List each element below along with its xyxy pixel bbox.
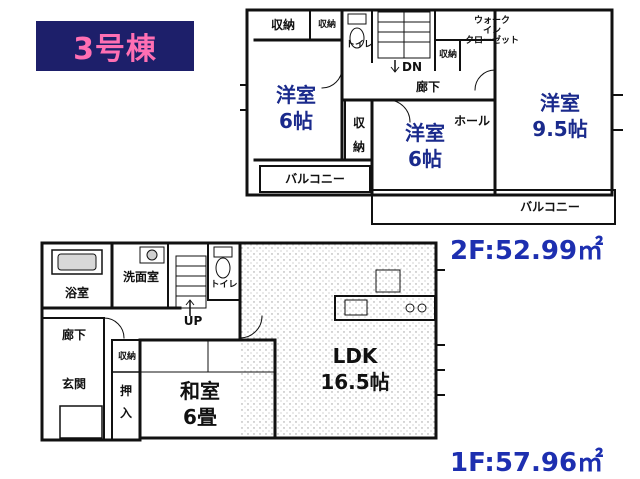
label-storage-c: 収納	[438, 50, 457, 60]
room-western-right: 洋室 9.5帖	[515, 90, 605, 142]
room-name: 洋室	[405, 121, 445, 145]
room-size: 6帖	[279, 109, 313, 133]
label-entrance: 玄関	[61, 377, 86, 391]
walkin-line-3: クローゼット	[464, 36, 519, 46]
room-size: 6帖	[408, 147, 442, 171]
label-up: UP	[183, 314, 203, 328]
storage-v-top: 収	[352, 116, 365, 130]
closet-top: 押	[119, 384, 132, 398]
label-dn: DN	[401, 60, 422, 74]
floor2-stair	[377, 11, 431, 73]
room-size: 6畳	[183, 405, 217, 429]
room-western-left: 洋室 6帖	[256, 82, 336, 134]
label-balcony-left: バルコニー	[285, 172, 345, 186]
label-storage-a: 収納	[270, 18, 295, 32]
label-walkin-closet: ウォーク イン クローゼット	[462, 16, 522, 46]
floor2-toilet-fixture	[347, 13, 367, 49]
room-name: 和室	[180, 379, 220, 403]
label-toilet-2f: トイレ	[346, 40, 374, 50]
label-toilet-1f: トイレ	[210, 280, 238, 290]
room-size: 16.5帖	[320, 370, 390, 394]
building-badge: 3号棟	[36, 21, 194, 71]
closet-bottom: 入	[119, 406, 132, 420]
floor2-area: 2F:52.99㎡	[450, 236, 604, 266]
floor2-walls	[240, 8, 623, 225]
room-size: 9.5帖	[532, 117, 588, 141]
label-corridor-2f: 廊下	[415, 80, 440, 94]
label-washroom: 洗面室	[122, 270, 159, 284]
room-ldk: LDK 16.5帖	[300, 343, 410, 395]
building-number: 3号棟	[73, 32, 157, 67]
label-closet: 押 入	[116, 384, 136, 420]
label-corridor-1f: 廊下	[61, 328, 86, 342]
label-storage-vertical: 収 納	[349, 116, 369, 154]
walkin-line-2: イン	[482, 26, 501, 36]
bathtub	[51, 249, 103, 275]
room-name: 洋室	[276, 83, 316, 107]
floor1-toilet-fixture	[213, 246, 233, 279]
label-storage-1f: 収納	[117, 352, 136, 362]
label-balcony-right: バルコニー	[520, 200, 580, 214]
label-storage-b: 収納	[317, 20, 336, 30]
room-name: LDK	[332, 344, 378, 368]
floor1-area: 1F:57.96㎡	[450, 448, 604, 478]
wash-basin	[139, 246, 165, 264]
room-japanese: 和室 6畳	[160, 378, 240, 430]
walkin-line-1: ウォーク	[473, 16, 510, 26]
label-hall: ホール	[453, 114, 490, 128]
room-western-center: 洋室 6帖	[385, 120, 465, 172]
floor1-walls	[40, 241, 445, 442]
label-bath: 浴室	[64, 286, 89, 300]
floor1-stair	[175, 255, 207, 316]
room-name: 洋室	[540, 91, 580, 115]
storage-v-bottom: 納	[352, 140, 365, 154]
